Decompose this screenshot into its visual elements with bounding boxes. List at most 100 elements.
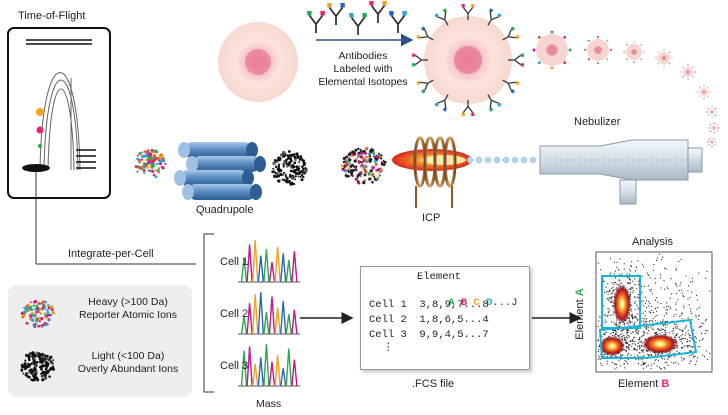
cell-spectrum — [238, 344, 300, 387]
droplet — [511, 156, 519, 164]
ion-particle — [378, 152, 381, 155]
ion-particle — [142, 169, 146, 172]
spectrum-peak — [252, 240, 259, 283]
droplet — [493, 156, 501, 164]
ion-particle — [354, 165, 358, 169]
shrinking-cell — [707, 137, 717, 147]
ion-particle — [158, 171, 160, 174]
spectrum-peak — [291, 359, 298, 387]
antibody — [434, 94, 449, 112]
ion-particle — [149, 163, 152, 166]
droplet — [475, 156, 483, 164]
time-of-flight-detector — [7, 27, 196, 265]
integrate-per-cell-label: Integrate-per-Cell — [68, 248, 154, 260]
ion-particle — [298, 158, 302, 161]
antibodies-label-line: Elemental Isotopes — [318, 76, 408, 88]
ion-particle — [154, 175, 158, 179]
spectrum-peak — [280, 300, 287, 335]
quadrupole-label: Quadrupole — [196, 204, 254, 216]
ion-particle — [281, 178, 285, 182]
ion-particle — [302, 167, 305, 171]
ion-plume — [340, 147, 387, 185]
spectrum-peak — [263, 311, 270, 335]
droplet — [520, 156, 528, 164]
ion-particle — [279, 173, 283, 177]
ion-particle — [273, 174, 277, 178]
spectrum-peak — [291, 309, 298, 335]
ion-particle — [303, 170, 306, 173]
antibodies-label-line: Labeled with — [333, 63, 393, 75]
analysis-title: Analysis — [632, 236, 673, 248]
heavy-ion-line: Heavy (>100 Da) — [88, 296, 168, 308]
fcs-file-label: .FCS file — [412, 378, 455, 390]
fcs-header: Element — [417, 271, 462, 283]
ion-particle — [293, 169, 297, 173]
cell-3-label: Cell 3 — [220, 360, 249, 372]
ion-particle — [371, 173, 375, 177]
nebulizer — [539, 139, 703, 205]
spectrum-peak — [274, 307, 281, 335]
ion-particle — [364, 155, 367, 158]
fcs-columns: A B C D...J — [423, 285, 517, 321]
ion-particle — [375, 168, 379, 172]
ion-particle — [359, 148, 362, 152]
shrinking-cell — [655, 49, 673, 67]
fcs-row-values: 9,9,4,5...7 — [419, 329, 489, 341]
ion-particle — [360, 163, 364, 166]
antibody — [434, 8, 449, 26]
cell-spectra — [238, 240, 300, 387]
ion-particle — [148, 169, 152, 173]
ion-particle — [272, 167, 275, 170]
ion-particle — [344, 161, 348, 164]
ion-particle — [348, 167, 351, 170]
ion-particle — [157, 155, 161, 159]
antibodies-label: Antibodies Labeled with Elemental Isotop… — [308, 50, 418, 89]
ion-particle — [362, 168, 365, 171]
ion-particle — [372, 155, 375, 158]
spectrum-peak — [246, 303, 253, 335]
ion-particle — [365, 147, 369, 151]
ion-particle — [380, 157, 383, 160]
ion-particle — [290, 181, 294, 186]
x-axis-label: Element B — [618, 378, 669, 390]
light-ion-line: Overly Abundant Ions — [77, 363, 179, 375]
ion-particle — [367, 172, 371, 176]
ion-particle — [290, 153, 294, 157]
mass-axis-label: Mass — [256, 398, 282, 410]
x-axis-letter: B — [661, 378, 670, 390]
ion-particle — [373, 165, 375, 168]
shrinking-cell — [697, 85, 711, 99]
ion-particle — [357, 159, 361, 163]
fcs-col-d: D — [486, 297, 493, 309]
icp-label: ICP — [422, 212, 441, 224]
spectrum-peak — [268, 262, 276, 283]
antibody — [369, 0, 387, 24]
ion-particle — [153, 149, 158, 153]
spectrum-peak — [252, 294, 259, 335]
ion-particle — [158, 162, 162, 166]
ion-particle — [360, 155, 364, 159]
ion-particle — [293, 161, 297, 165]
fcs-row-cell: Cell 2 — [369, 314, 407, 326]
droplet — [502, 156, 510, 164]
spectrum-peak — [280, 368, 287, 387]
ion-particle — [142, 155, 145, 158]
ion-particle — [373, 159, 377, 163]
ion-particle — [164, 162, 167, 166]
ion-particle — [150, 149, 154, 152]
ion-particle — [272, 161, 276, 165]
ion-particle — [374, 156, 377, 160]
ion-particle — [362, 164, 366, 168]
ion-particle — [277, 175, 281, 178]
fcs-col-a: A — [448, 297, 455, 309]
ion-particle — [134, 165, 138, 168]
heavy-ion-label: Heavy (>100 Da) Reporter Atomic Ions — [66, 296, 190, 322]
ion-particle — [383, 160, 387, 164]
ion-particle — [285, 158, 289, 161]
fcs-row: Cell 3 9,9,4,5...7 — [369, 329, 489, 341]
ion-particle — [348, 158, 352, 162]
spectrum-peak — [268, 296, 276, 335]
ion-particle — [298, 161, 301, 164]
ion-particle — [141, 151, 144, 154]
